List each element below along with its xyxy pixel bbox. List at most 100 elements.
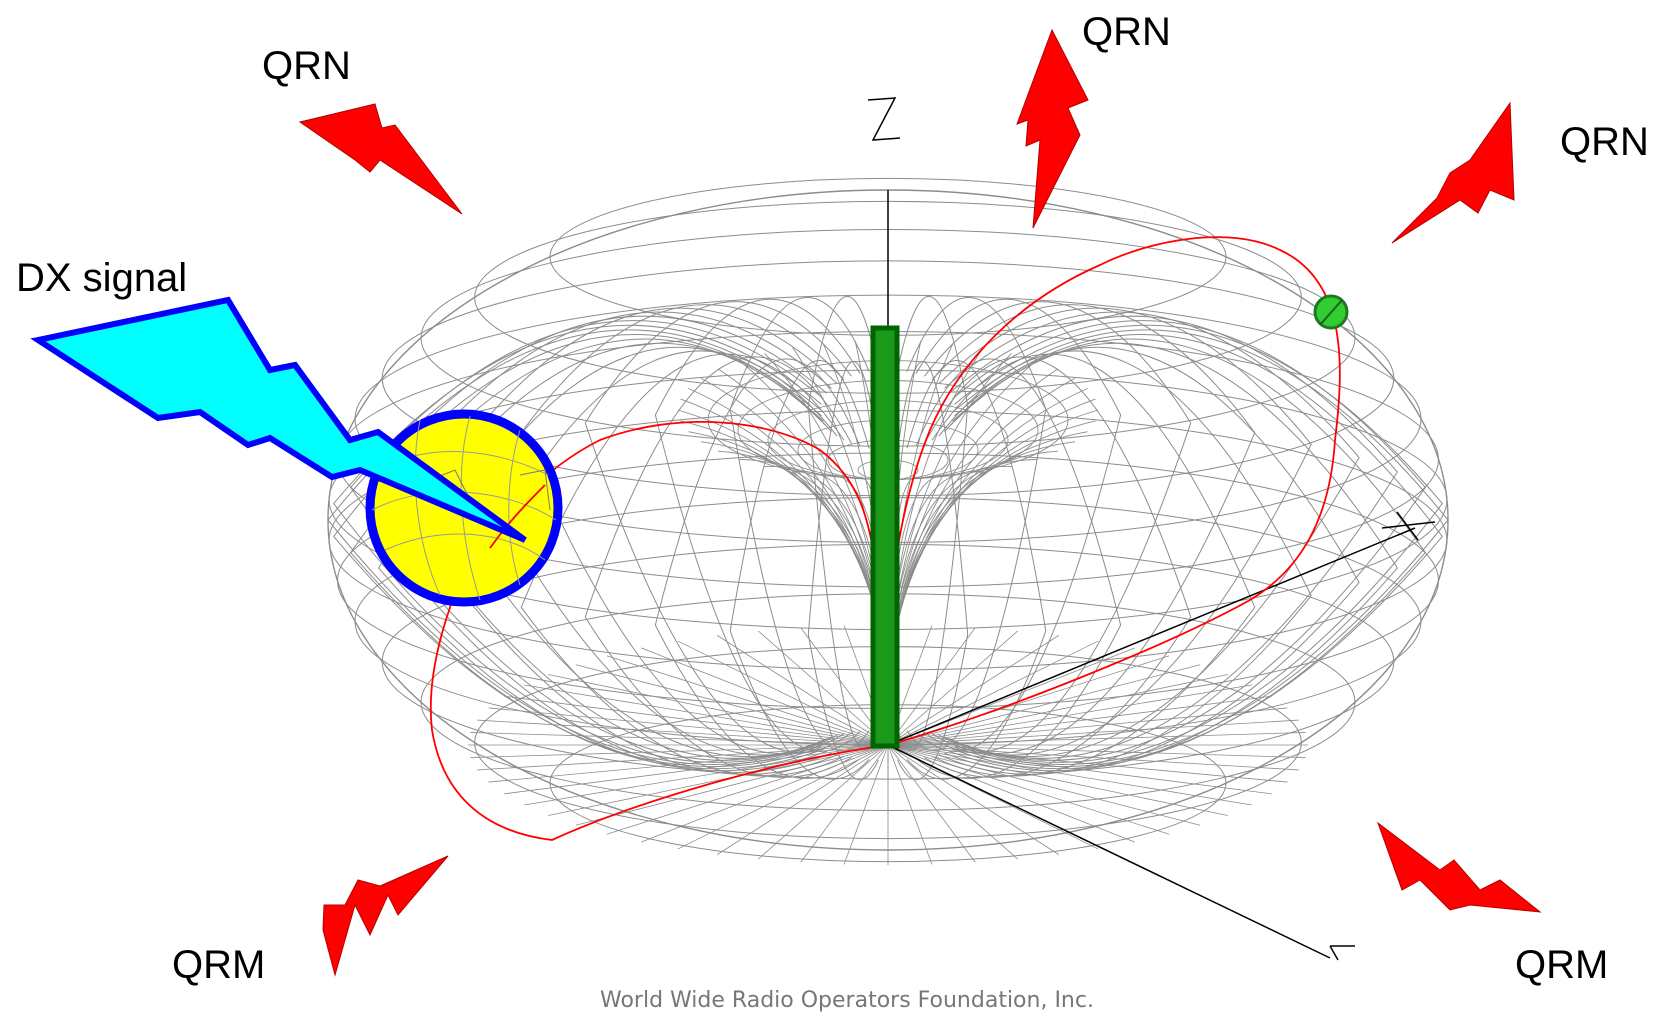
mesh-bottom-ray: [887, 744, 1228, 816]
mesh-longitude-curve: [897, 361, 969, 781]
mesh-bottom-ray: [488, 707, 889, 746]
mesh-bottom-ray: [887, 744, 933, 865]
qrm-label-bottom-right: QRM: [1515, 943, 1609, 987]
mesh-bottom-ray: [887, 674, 1228, 746]
mesh-bottom-ray: [575, 744, 889, 826]
qrm-bolt-bottom-left: [322, 855, 449, 977]
mesh-bottom-ray: [504, 695, 889, 746]
mesh-funnel-line: [890, 471, 984, 641]
qrn-bolt-top-right: [1391, 101, 1515, 244]
mesh-bottom-ray: [887, 684, 1252, 746]
mesh-longitude-curve: [952, 320, 1426, 761]
mesh-bottom-ray: [887, 744, 1252, 806]
dx-signal-label: DX signal: [16, 256, 188, 300]
x-axis-label: [1381, 511, 1436, 541]
mesh-bottom-ray: [887, 744, 1299, 771]
mesh-longitude-curve: [327, 329, 822, 765]
mesh-longitude-curve: [923, 356, 1192, 778]
mesh-bottom-ray: [887, 630, 1019, 746]
mesh-bottom-ray: [887, 640, 1099, 746]
mesh-longitude-curve: [333, 334, 822, 768]
mesh-bottom-ray: [677, 744, 889, 850]
mesh-bottom-ray: [757, 630, 889, 746]
mesh-funnel-line: [893, 387, 1088, 641]
mesh-bottom-ray: [887, 744, 1170, 835]
mesh-bottom-ray: [887, 635, 1060, 746]
mesh-longitude-curve: [729, 360, 870, 780]
mesh-bottom-ray: [887, 744, 1288, 783]
mesh-bottom-ray: [470, 732, 889, 746]
mesh-longitude-curve: [654, 298, 861, 752]
mesh-bottom-ray: [887, 744, 1060, 855]
qrm-label-bottom-left: QRM: [172, 943, 266, 987]
mesh-longitude-curve: [906, 360, 1047, 780]
qrn-label-top-right: QRN: [1560, 120, 1649, 164]
mesh-bottom-ray: [887, 744, 1201, 826]
mesh-bottom-ray: [477, 744, 889, 771]
mesh-funnel-line: [893, 398, 1096, 641]
mesh-longitude-curve: [931, 304, 1256, 755]
mesh-longitude-curve: [915, 358, 1122, 779]
mesh-bottom-ray: [887, 719, 1299, 746]
mesh-bottom-ray: [677, 640, 889, 746]
qrn-bolt-top-center: [1016, 28, 1089, 229]
mesh-longitude-curve: [654, 358, 861, 779]
mesh-bottom-ray: [504, 744, 889, 795]
qrn-bolt-top-left: [298, 103, 463, 215]
mesh-longitude-curve: [938, 307, 1312, 756]
mesh-bottom-ray: [548, 674, 889, 746]
mesh-bottom-ray: [716, 635, 889, 746]
pattern-marker-tick: [1319, 299, 1343, 326]
mesh-funnel-line: [680, 398, 883, 641]
mesh-longitude-curve: [807, 361, 879, 781]
mesh-bottom-ray: [716, 744, 889, 855]
mesh-bottom-ray: [887, 744, 1306, 758]
x-axis-line: [887, 527, 1416, 746]
mesh-longitude-curve: [954, 334, 1443, 768]
mesh-bottom-ray: [477, 719, 889, 746]
mesh-bottom-ray: [606, 655, 889, 746]
mesh-longitude-curve: [915, 298, 1122, 752]
mesh-bottom-ray: [887, 744, 1136, 843]
mesh-bottom-ray: [887, 707, 1288, 746]
mesh-bottom-ray: [640, 744, 889, 843]
mesh-bottom-ray: [887, 695, 1272, 746]
mesh-longitude-curve: [584, 301, 853, 753]
mesh-bottom-ray: [640, 647, 889, 746]
mesh-bottom-ray: [887, 627, 976, 746]
dx-target-cut-segment: [489, 484, 546, 549]
mesh-bottom-ray: [470, 744, 889, 758]
mesh-bottom-ray: [488, 744, 889, 783]
qrn-label-top-left: QRN: [262, 44, 351, 88]
mesh-longitude-curve: [584, 356, 853, 778]
mesh-longitude-curve: [333, 324, 822, 763]
mesh-bottom-ray: [887, 744, 1272, 795]
dx-signal-bolt: [30, 296, 527, 543]
mesh-longitude-curve: [944, 346, 1360, 773]
mesh-bottom-ray: [887, 732, 1306, 746]
footer-credit: World Wide Radio Operators Foundation, I…: [600, 988, 1094, 1013]
mesh-longitude-curve: [954, 329, 1449, 765]
mesh-bottom-ray: [575, 664, 889, 746]
y-axis-line: [887, 744, 1331, 959]
mesh-bottom-ray: [606, 744, 889, 835]
vertical-antenna: [870, 325, 900, 749]
mesh-funnel-line: [892, 377, 1076, 641]
mesh-longitude-curve: [377, 342, 828, 772]
mesh-bottom-ray: [887, 744, 976, 863]
mesh-bottom-ray: [800, 744, 889, 863]
mesh-bottom-ray: [887, 744, 1019, 860]
mesh-longitude-curve: [923, 301, 1192, 753]
mesh-funnel-line: [892, 368, 1059, 641]
mesh-bottom-ray: [524, 684, 889, 746]
toroidal-radiation-pattern-mesh: [327, 177, 1449, 865]
mesh-bottom-ray: [843, 744, 889, 865]
mesh-bottom-ray: [548, 744, 889, 816]
y-axis-label: [1329, 945, 1355, 961]
mesh-longitude-curve: [954, 324, 1443, 763]
mesh-bottom-ray: [757, 744, 889, 860]
mesh-longitude-curve: [948, 342, 1399, 772]
z-axis-label: [867, 97, 901, 141]
mesh-funnel-line: [891, 360, 1037, 641]
